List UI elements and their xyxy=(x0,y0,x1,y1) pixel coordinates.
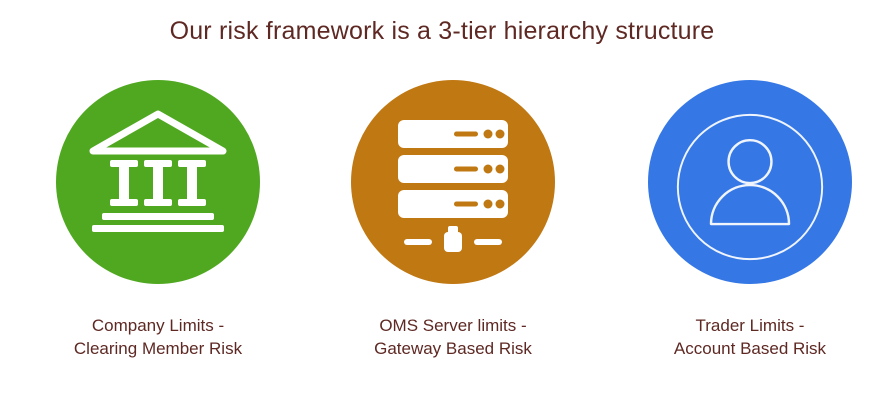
tier-company-label-line2: Clearing Member Risk xyxy=(73,339,243,358)
tier-trader-circle xyxy=(648,80,852,284)
tier-trader-label-line1: Trader Limits - xyxy=(695,316,805,335)
tier-oms-server-label-line1: OMS Server limits - xyxy=(379,316,527,335)
server-stack-icon xyxy=(398,120,508,252)
tier-trader: Trader Limits - Account Based Risk xyxy=(615,80,884,360)
tier-oms-server-label-line2: Gateway Based Risk xyxy=(374,339,532,358)
tier-trader-label-line2: Account Based Risk xyxy=(673,339,827,358)
tier-company-label-line1: Company Limits - xyxy=(91,316,225,335)
tier-oms-server-label: OMS Server limits - Gateway Based Risk xyxy=(374,314,532,360)
tier-company-label: Company Limits - Clearing Member Risk xyxy=(74,314,242,360)
tier-oms-server: OMS Server limits - Gateway Based Risk xyxy=(318,80,588,360)
tier-company-circle xyxy=(56,80,260,284)
page-title: Our risk framework is a 3-tier hierarchy… xyxy=(169,17,715,45)
person-icon xyxy=(676,113,824,261)
tier-oms-server-circle xyxy=(351,80,555,284)
bank-icon xyxy=(89,110,227,232)
tier-trader-label: Trader Limits - Account Based Risk xyxy=(674,314,826,360)
tier-company: Company Limits - Clearing Member Risk xyxy=(23,80,293,360)
